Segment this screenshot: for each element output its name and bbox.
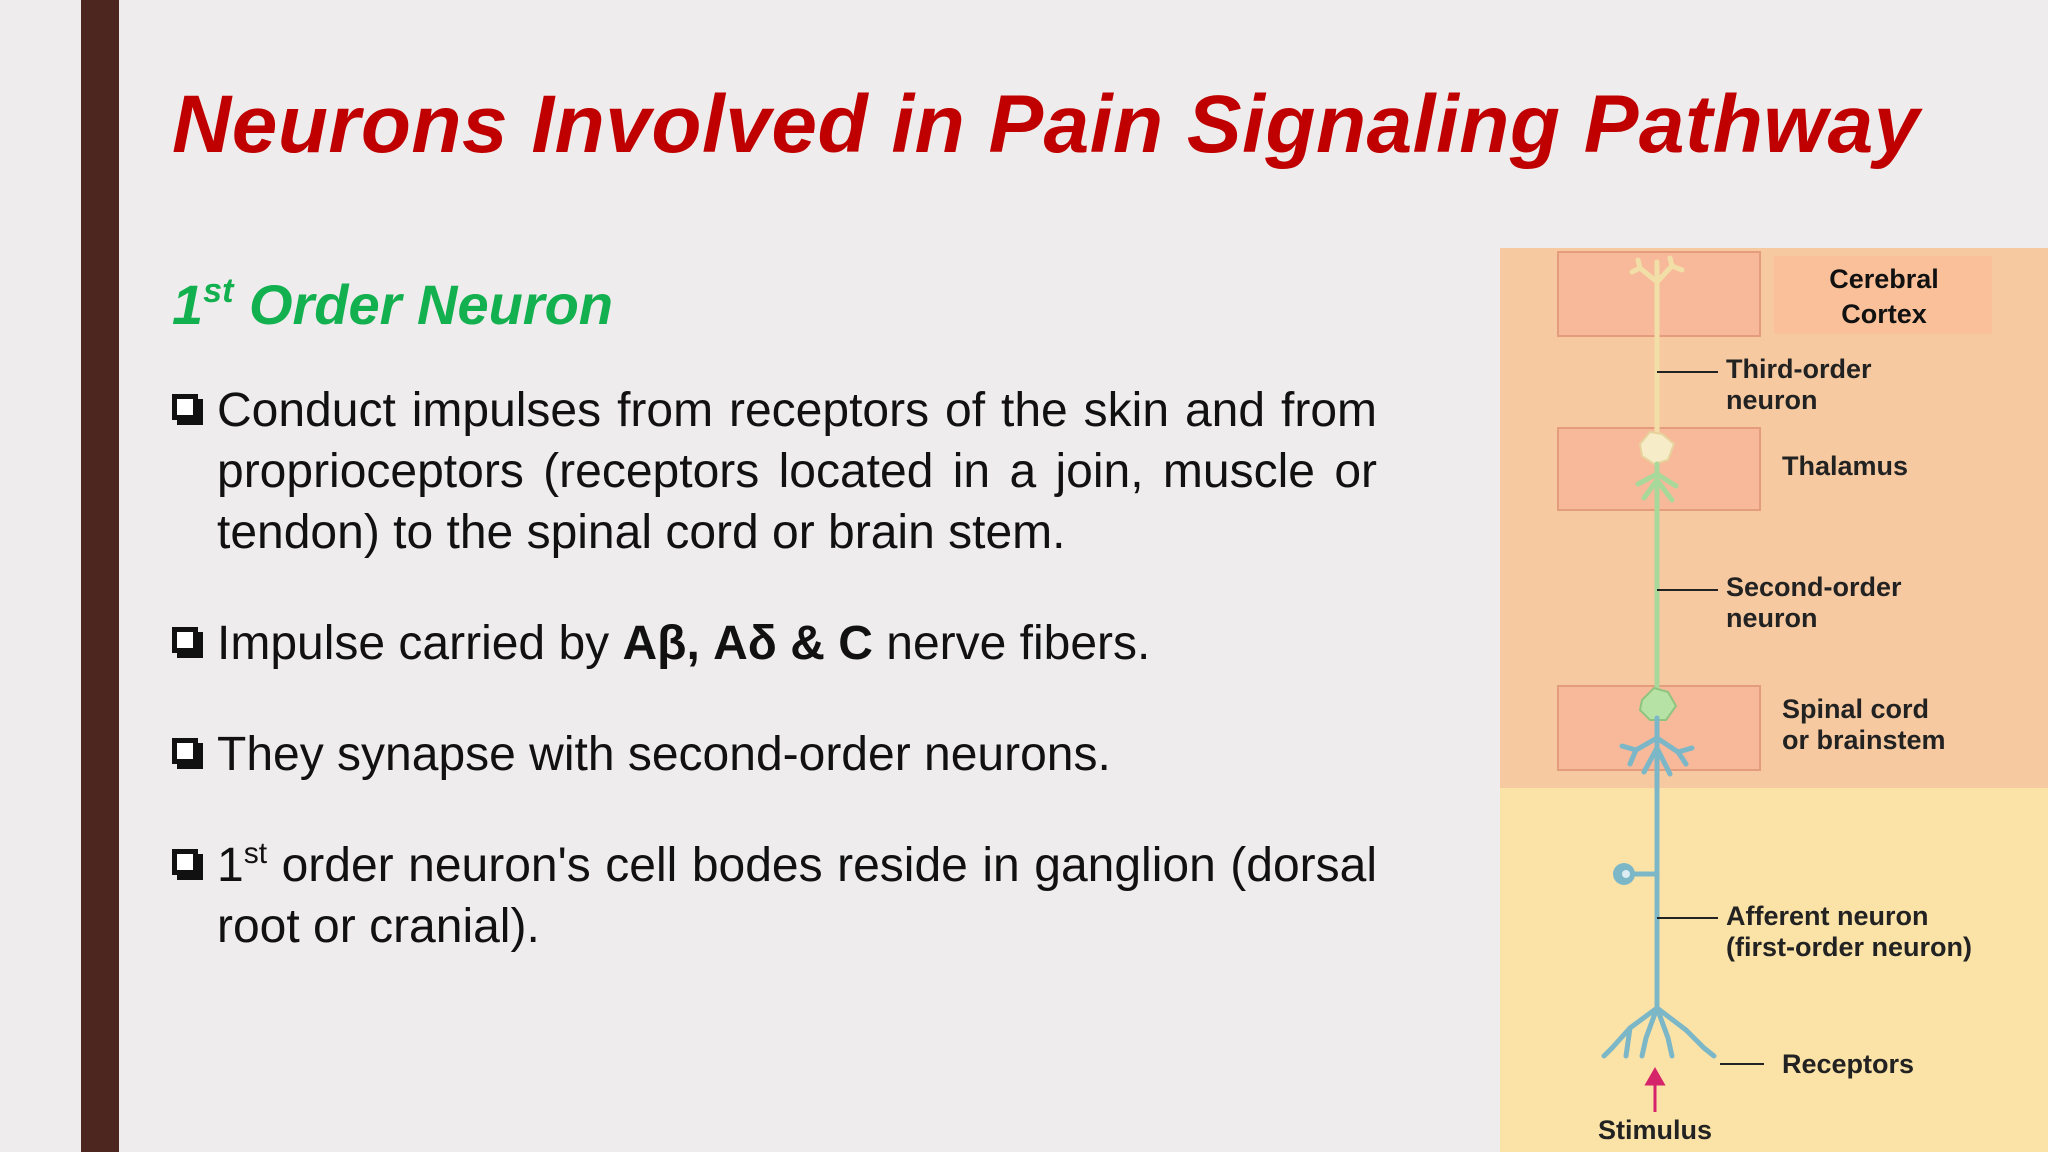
left-accent-bar [81,0,119,1152]
third-order-cell-body [1638,430,1676,466]
bullet-text: order neuron's cell bodes reside in gang… [217,839,1377,953]
bullet-item: 1st order neuron's cell bodes reside in … [172,835,1377,957]
bullet-bold-text: Aβ, Aδ & C [622,617,873,670]
stimulus-label: Stimulus [1598,1115,1712,1145]
periphery-region-background [1500,788,2048,1152]
third-order-neuron [1629,255,1685,451]
bullet-text: They synapse with second-order neurons. [217,728,1111,781]
afferent-label-line1: Afferent neuron [1726,901,1929,931]
heading-superscript: st [203,272,234,310]
cortex-label-line2: Cortex [1841,299,1927,329]
third-order-label-line1: Third-order [1726,354,1872,384]
ganglion-nucleus [1622,870,1630,878]
second-order-cell-body [1638,686,1678,721]
stimulus-arrow [1644,1066,1666,1112]
afferent-label-line2: (first-order neuron) [1726,932,1972,962]
slide-title: Neurons Involved in Pain Signaling Pathw… [172,79,1920,170]
checkbox-bullet-icon [172,738,198,764]
cortex-label-box [1774,256,1992,334]
checkbox-bullet-icon [172,394,198,420]
leader-lines [1657,371,1764,1065]
second-order-label-line1: Second-order [1726,572,1902,602]
heading-number: 1 [172,273,204,336]
bullet-item: Conduct impulses from receptors of the s… [172,380,1377,563]
cortex-label-line1: Cerebral [1829,264,1939,294]
checkbox-bullet-icon [172,627,198,653]
bullet-text: Conduct impulses from receptors of the s… [217,384,1377,559]
bullet-text: 1 [217,839,244,892]
heading-text: Order Neuron [233,273,614,336]
receptors-label: Receptors [1782,1049,1914,1079]
bullet-text: nerve fibers. [872,617,1151,670]
thalamus-label: Thalamus [1782,451,1908,481]
first-order-neuron [1601,715,1717,1059]
bullet-text: Impulse carried by [217,617,623,670]
checkbox-bullet-icon [172,849,198,875]
bullet-item: Impulse carried by Aβ, Aδ & C nerve fibe… [172,613,1377,674]
bullet-item: They synapse with second-order neurons. [172,724,1377,785]
section-heading: 1st Order Neuron [172,272,613,337]
spinal-label-line2: or brainstem [1782,725,1946,755]
second-order-label-line2: neuron [1726,603,1818,633]
spinal-label-line1: Spinal cord [1782,694,1929,724]
third-order-label-line2: neuron [1726,385,1818,415]
bullet-list: Conduct impulses from receptors of the s… [172,380,1377,957]
pain-pathway-diagram: Cerebral Cortex Third-order neuron Thala… [1500,248,2048,1152]
second-order-neuron [1635,461,1679,701]
bullet-superscript: st [243,837,268,870]
